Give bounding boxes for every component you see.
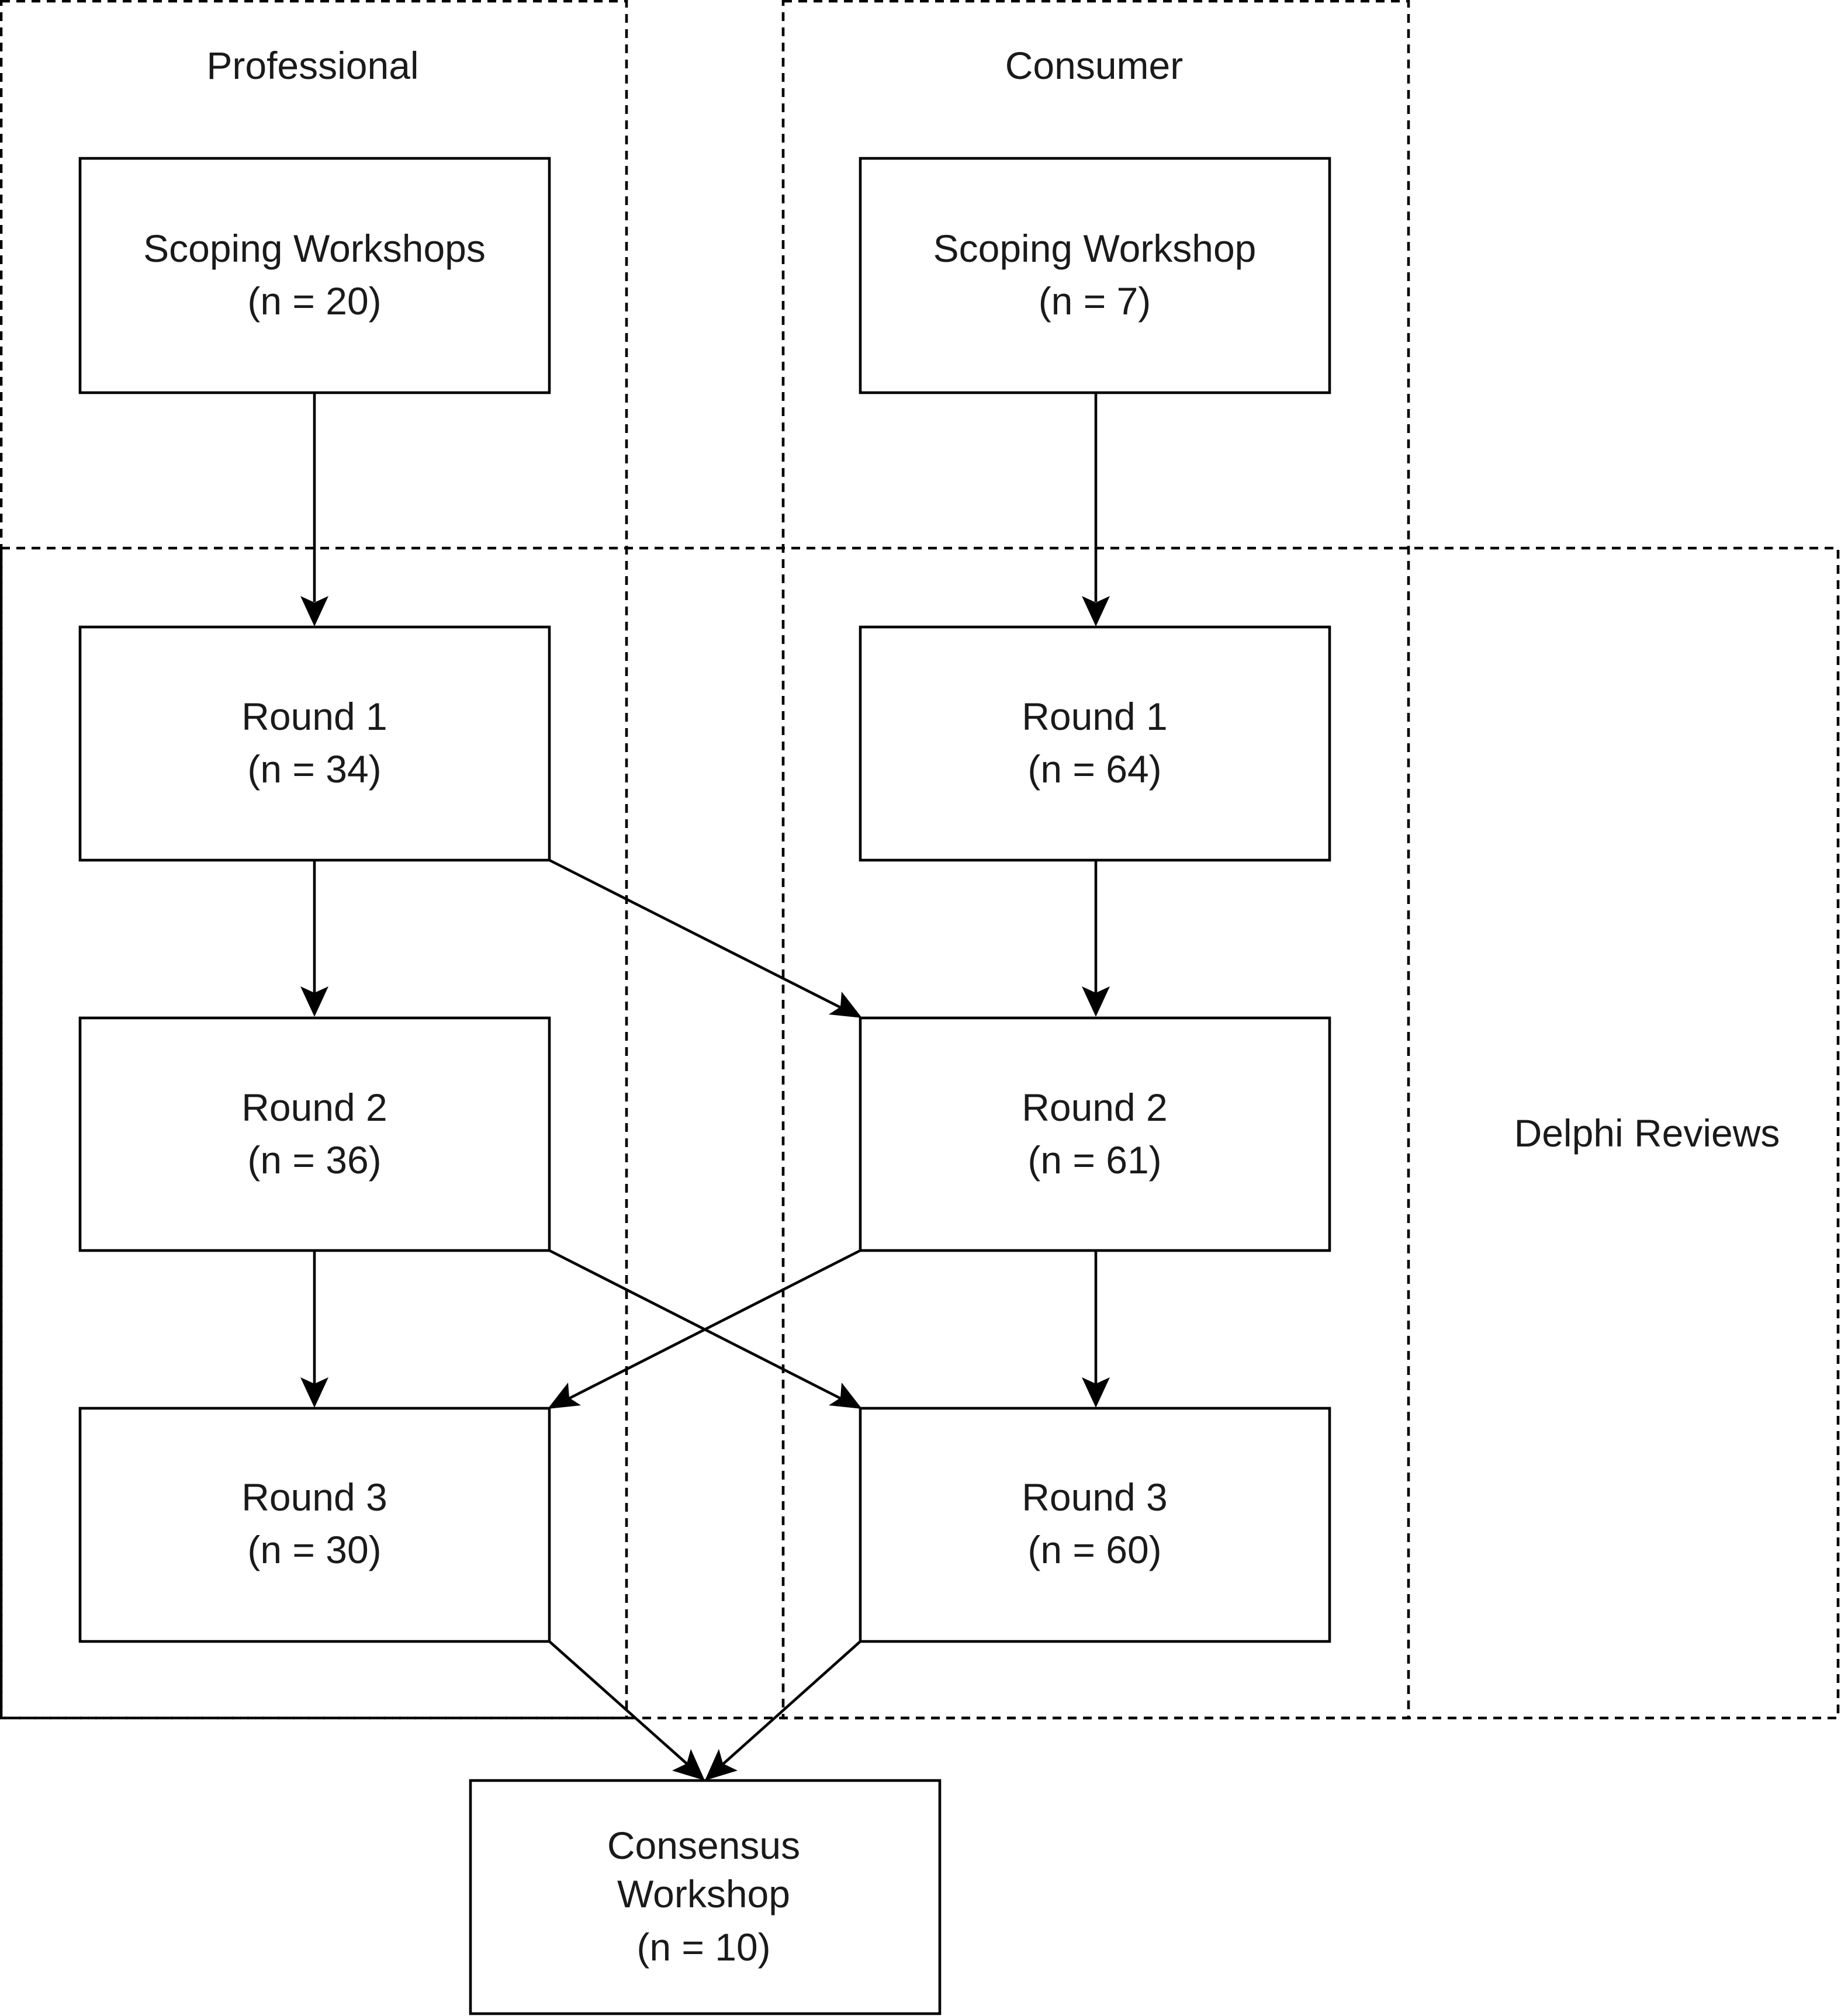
node-box — [859, 625, 1331, 862]
node-cons-round3: Round 3 (n = 60) — [859, 1407, 1331, 1643]
edges — [313, 393, 1098, 1770]
node-prof-round1: Round 1 (n = 34) — [78, 625, 551, 862]
node-title: Round 3 — [241, 1475, 387, 1519]
node-count: (n = 64) — [1027, 747, 1161, 791]
arrowheads — [300, 596, 1110, 1781]
edge-prof-round3-to-consensus — [548, 1640, 694, 1770]
arrowhead-consensus-right — [705, 1749, 738, 1781]
edge-prof-round2-to-cons-round3 — [548, 1249, 843, 1401]
node-count: (n = 60) — [1027, 1528, 1161, 1571]
node-cons-round2: Round 2 (n = 61) — [859, 1016, 1331, 1252]
consumer-region — [781, 0, 1410, 1720]
node-box — [859, 157, 1331, 394]
arrowhead-cons-round2 — [1082, 986, 1110, 1017]
edge-cons-round3-to-consensus — [717, 1640, 861, 1770]
node-count: (n = 10) — [636, 1925, 770, 1969]
node-title: Scoping Workshop — [933, 227, 1257, 270]
arrowhead-prof-round1 — [300, 596, 328, 626]
node-prof-round3: Round 3 (n = 30) — [78, 1407, 551, 1643]
delphi-reviews-region — [0, 546, 1840, 1720]
node-box — [78, 157, 551, 394]
node-count: (n = 34) — [247, 747, 381, 791]
delphi-reviews-label: Delphi Reviews — [1514, 1111, 1780, 1155]
arrowhead-prof-round3-from-cons — [548, 1383, 581, 1409]
node-title: Scoping Workshops — [143, 227, 486, 270]
arrowhead-cons-round3-from-prof — [829, 1383, 862, 1409]
professional-region — [0, 0, 628, 1720]
arrowhead-consensus-left — [672, 1749, 705, 1781]
node-prof-scoping: Scoping Workshops (n = 20) — [78, 157, 551, 394]
node-box — [859, 1407, 1331, 1643]
node-title: Round 1 — [1022, 695, 1168, 738]
node-title: Round 2 — [1022, 1086, 1168, 1129]
node-box — [78, 1407, 551, 1643]
arrowhead-cons-round1 — [1082, 596, 1110, 626]
node-count: (n = 30) — [247, 1528, 381, 1571]
node-count: (n = 7) — [1039, 279, 1151, 323]
consumer-label: Consumer — [1005, 44, 1183, 87]
node-consensus-workshop: Consensus Workshop (n = 10) — [469, 1779, 942, 2015]
arrowhead-cons-round2-from-prof — [829, 992, 862, 1018]
node-box — [469, 1779, 942, 2015]
professional-label: Professional — [206, 44, 418, 87]
node-box — [78, 625, 551, 862]
arrowhead-cons-round3 — [1082, 1377, 1110, 1408]
node-title-line1: Consensus — [607, 1824, 800, 1867]
arrowhead-prof-round2 — [300, 986, 328, 1017]
edge-prof-round1-to-cons-round2 — [548, 858, 843, 1010]
node-title: Round 2 — [241, 1086, 387, 1129]
arrowhead-prof-round3 — [300, 1377, 328, 1408]
node-title: Round 1 — [241, 695, 387, 738]
node-box — [78, 1016, 551, 1252]
node-count: (n = 61) — [1027, 1138, 1161, 1182]
node-count: (n = 20) — [247, 279, 381, 323]
node-cons-round1: Round 1 (n = 64) — [859, 625, 1331, 862]
node-prof-round2: Round 2 (n = 36) — [78, 1016, 551, 1252]
node-title: Round 3 — [1022, 1475, 1168, 1519]
node-title-line2: Workshop — [617, 1872, 790, 1915]
node-count: (n = 36) — [247, 1138, 381, 1182]
node-cons-scoping: Scoping Workshop (n = 7) — [859, 157, 1331, 394]
edge-cons-round2-to-prof-round3 — [567, 1249, 861, 1401]
node-box — [859, 1016, 1331, 1252]
